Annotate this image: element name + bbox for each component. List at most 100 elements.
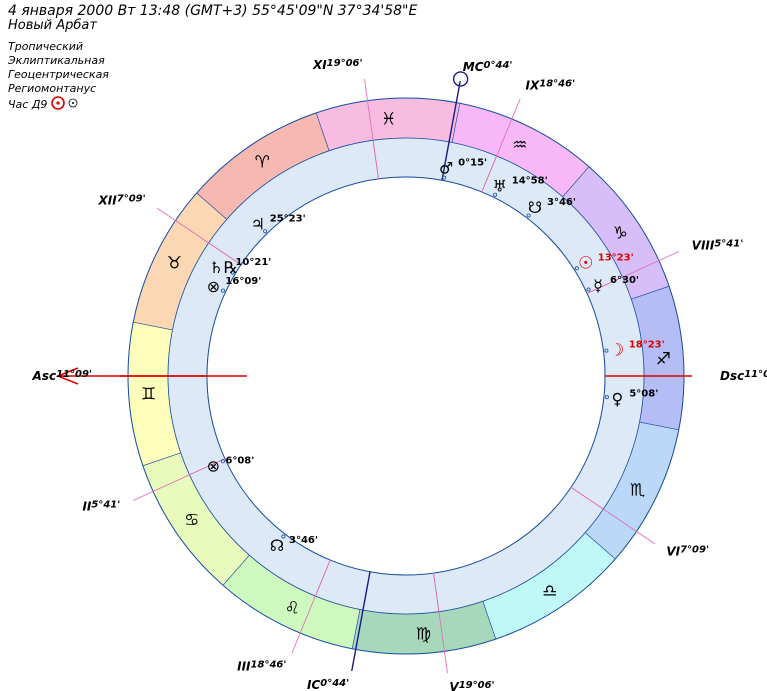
house-degree: 5°41' [714, 239, 743, 250]
venus-icon: ♀ [611, 389, 623, 408]
sign-aries-icon: ♈ [255, 153, 270, 173]
option-zodiac: Тропический [8, 40, 84, 53]
sign-taurus-icon: ♉ [167, 253, 182, 273]
house-degree: 11°09' [744, 369, 767, 380]
house-degree: 7°09' [680, 545, 709, 556]
planet-tick-fortune [220, 288, 225, 293]
cusp-inner-II [189, 458, 226, 476]
south-node-degree-label: 3°46' [547, 197, 576, 208]
house-name: III [237, 659, 251, 673]
sun-ruler-icon [51, 96, 65, 110]
cusp-line-MC [441, 80, 461, 181]
uranus-degree-label: 14°58' [512, 175, 548, 186]
house-degree: 11°09' [56, 369, 92, 380]
asc-arrow-icon [55, 367, 79, 385]
house-name: VIII [692, 239, 715, 253]
sign-cancer-icon: ♋ [184, 511, 199, 531]
house-name: VI [666, 545, 680, 559]
sign-libra-icon: ♎ [542, 581, 557, 601]
small-sun-icon [68, 98, 78, 108]
sun-degree-label: 13°23' [598, 253, 634, 264]
house-degree: 19°06' [459, 680, 495, 691]
chart-title: 4 января 2000 Вт 13:48 (GMT+3) 55°45'09"… [8, 3, 418, 19]
planet-tick-jupiter [263, 229, 268, 234]
planet-tick-sun [574, 266, 579, 271]
sign-virgo-icon: ♍ [416, 624, 431, 644]
jupiter-degree-label: 25°23' [270, 214, 306, 225]
option-house-system: Региомонтанус [8, 82, 97, 95]
house-label-IC: IC0°44' [307, 678, 349, 691]
house-label-XI: XI19°06' [312, 58, 363, 72]
saturn-icon: ♄℞ [209, 258, 238, 277]
house-degree: 18°46' [539, 79, 575, 90]
house-name: XII [98, 193, 118, 207]
house-name: II [82, 499, 91, 513]
planets: ☉13°23'☽18°23'☿6°30'♀5°08'♂0°15'♃25°23'♄… [207, 157, 665, 555]
option-coordinates: Эклиптикальная [8, 54, 105, 67]
cusp-inner-V [433, 573, 440, 612]
cusp-inner-XI [372, 140, 379, 179]
sun-icon: ☉ [578, 254, 593, 274]
house-label-VI: VI7°09' [666, 545, 709, 559]
hour-label: Час Д9 [8, 98, 48, 111]
planet-tick-north-node [281, 534, 286, 539]
house-degree: 19°06' [327, 58, 363, 69]
cusp-inner-VIII [586, 276, 623, 294]
center-circle [206, 176, 606, 576]
cusp-inner-XII [208, 242, 242, 266]
house-degree: 0°44' [320, 678, 349, 689]
planet-tick-saturn [230, 270, 235, 275]
south-node-icon: ☋ [528, 198, 542, 217]
planet-tick-venus [604, 395, 609, 400]
planet-tick-mercury [586, 287, 591, 292]
cusp-inner-VI [570, 486, 604, 510]
house-name: V [449, 680, 460, 691]
planet-tick-moon [604, 348, 609, 353]
sign-gemini-icon: ♊ [141, 384, 156, 404]
saturn-degree-label: 10°21' [235, 257, 271, 268]
moon-icon: ☽ [609, 340, 624, 360]
jupiter-icon: ♃ [251, 215, 265, 234]
house-label-Dsc: Dsc11°09' [720, 369, 767, 383]
house-cusps: Asc11°09'II5°41'III18°46'IC0°44'V19°06'V… [32, 58, 767, 691]
house-name: MC [463, 60, 484, 74]
house-label-III: III18°46' [237, 659, 286, 673]
zodiac-ring: ♈♉♊♋♌♍♎♏♐♑♒♓ [127, 97, 685, 655]
cusp-inner-III [315, 559, 331, 597]
sign-aquarius-icon: ♒ [512, 135, 527, 155]
house-degree: 0°44' [484, 60, 513, 71]
mercury-degree-label: 6°30' [610, 275, 639, 286]
mars-degree-label: 0°15' [458, 157, 487, 168]
house-degree: 18°46' [251, 659, 287, 670]
house-label-V: V19°06' [449, 680, 494, 691]
sign-capricorn-icon: ♑ [613, 223, 628, 243]
fortune-degree-label: 16°09' [225, 276, 261, 287]
mars-icon: ♂ [439, 158, 453, 177]
cusp-inner-IX [481, 155, 497, 193]
mercury-icon: ☿ [593, 276, 603, 295]
hour-ruler-row: Час Д9 [8, 96, 83, 111]
house-label-Asc: Asc11°09' [32, 369, 92, 383]
hour-ruler-icons [51, 96, 78, 110]
uranus-icon: ♅ [493, 176, 507, 195]
house-degree: 5°41' [91, 499, 120, 510]
sign-sagittarius-icon: ♐ [656, 350, 671, 370]
planet-tick-mars [442, 175, 447, 180]
house-label-XII: XII7°09' [98, 193, 146, 207]
sign-pisces-icon: ♓ [381, 110, 396, 130]
north-node-icon: ☊ [270, 536, 284, 555]
place-name: Новый Арбат [8, 18, 97, 33]
fortune-2-degree-label: 6°08' [225, 456, 254, 467]
house-name: Asc [32, 369, 57, 383]
fortune-icon: ⊗ [207, 277, 220, 296]
mc-circle-icon [452, 71, 469, 87]
house-label-VIII: VIII5°41' [692, 239, 744, 253]
sign-leo-icon: ♌ [285, 599, 300, 619]
planet-tick-south-node [526, 213, 531, 218]
house-degree: 7°09' [117, 193, 146, 204]
venus-degree-label: 5°08' [629, 388, 658, 399]
cusp-line-IC [351, 571, 371, 672]
house-label-MC: MC0°44' [463, 60, 513, 74]
fortune-2-icon: ⊗ [207, 457, 220, 476]
